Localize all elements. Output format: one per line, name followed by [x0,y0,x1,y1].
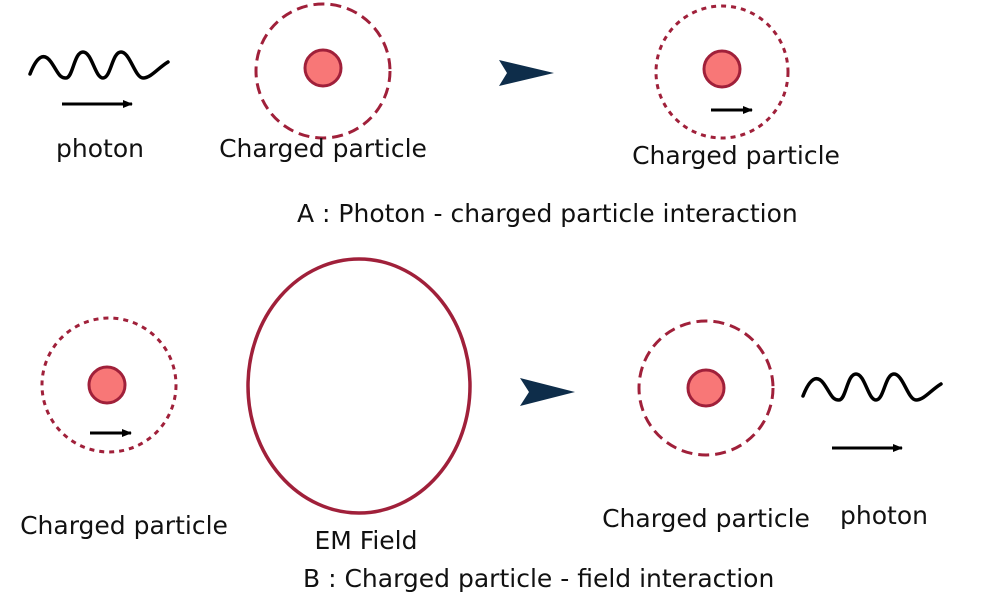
particle-label: Charged particle [602,504,810,533]
em-field: EM Field [246,257,472,555]
charged-particle-b-after: Charged particle [602,319,810,533]
particle-label: Charged particle [20,511,228,540]
particle-core-icon [87,365,127,405]
particle-core-icon [702,49,742,89]
charge-shell-icon [654,4,790,140]
process-arrow-icon [499,60,554,86]
particle-core-icon [686,368,726,408]
photon-wave-icon [28,50,170,80]
photon-b: photon [801,372,943,530]
photon-label: photon [56,134,144,163]
panel-a: photon Charged particle Charged particle… [28,2,840,228]
charged-particle-a-before: Charged particle [219,2,427,163]
em-field-label: EM Field [314,526,417,555]
panel-a-caption: A : Photon - charged particle interactio… [297,199,798,228]
photon-a: photon [28,50,170,163]
charge-shell-icon [637,319,775,457]
photon-wave-icon [801,372,943,402]
particle-label: Charged particle [632,141,840,170]
charged-particle-b-before: Charged particle [20,316,228,540]
particle-label: Charged particle [219,134,427,163]
particle-core-icon [303,48,343,88]
charge-shell-icon [40,316,178,454]
charge-shell-icon [254,2,392,140]
process-arrow-icon [520,378,575,406]
em-field-boundary [246,257,472,515]
photon-label: photon [840,501,928,530]
charged-particle-a-after: Charged particle [632,4,840,170]
panel-b: Charged particle EM Field Charged partic… [20,257,943,593]
panel-b-caption: B : Charged particle - field interaction [303,564,774,593]
